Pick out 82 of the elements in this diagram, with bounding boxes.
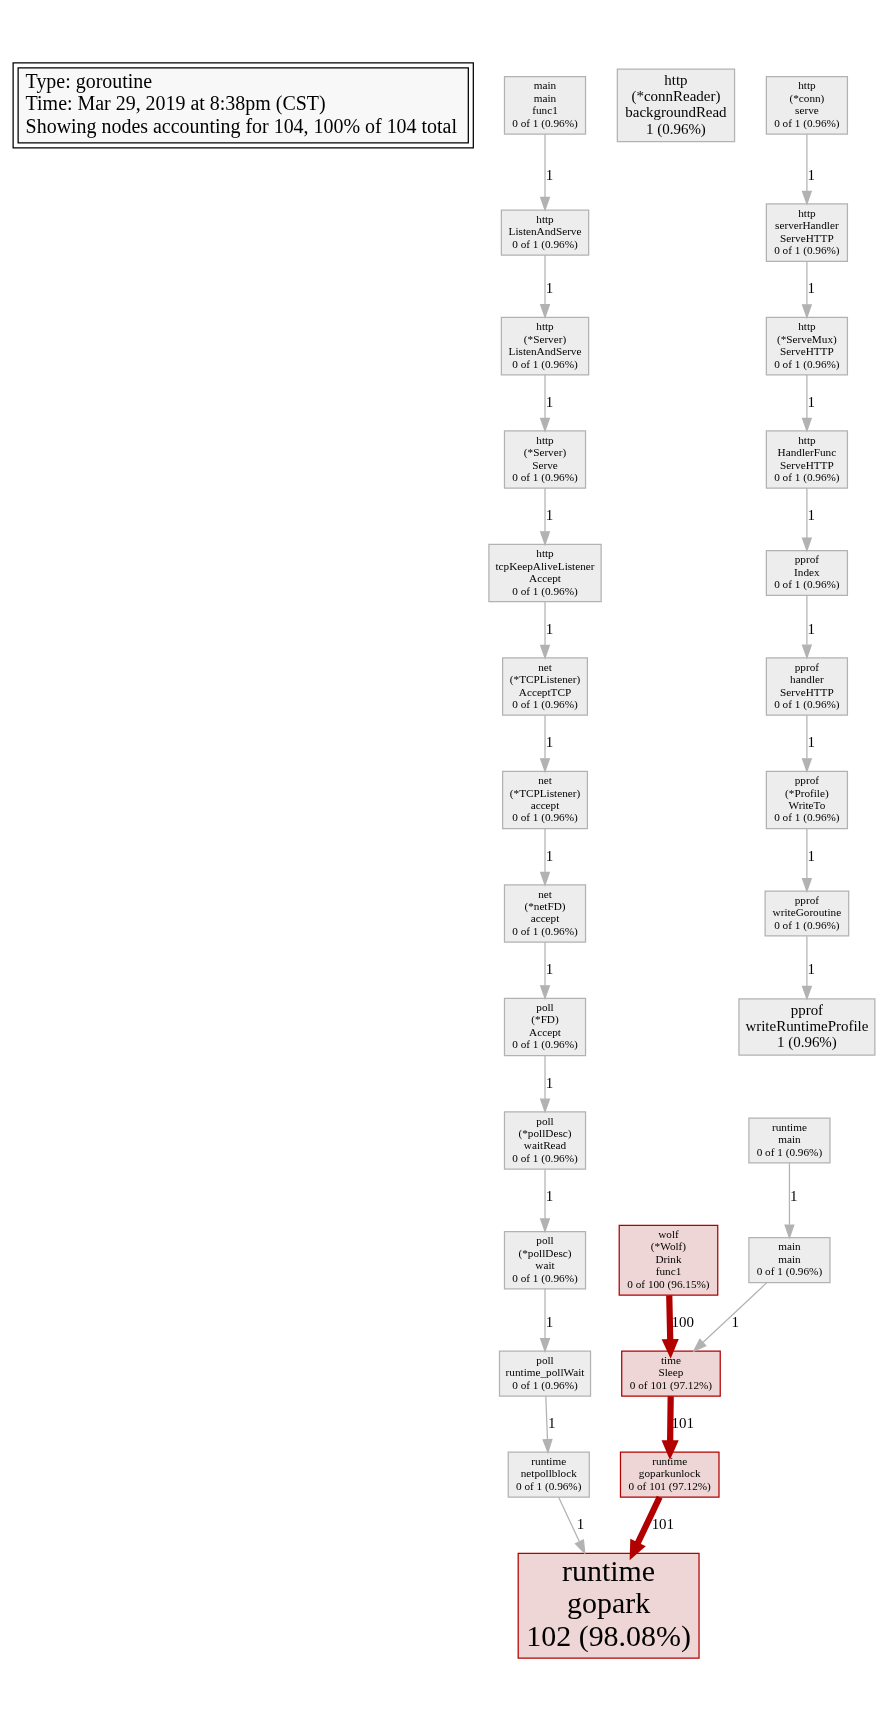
arrow [558, 1496, 586, 1555]
edge-label: 1 [807, 279, 816, 296]
node-box: poll (*pollDesc) waitRead 0 of 1 (0.96%) [503, 1110, 587, 1170]
arrow [542, 1395, 553, 1454]
edge-label: 1 [545, 733, 554, 750]
node-box: pprof writeRuntimeProfile 1 (0.96%) [738, 997, 876, 1056]
node-box: http (*ServeMux) ServeHTTP 0 of 1 (0.96%) [765, 316, 849, 375]
arrow [539, 1168, 551, 1233]
edge-label: 1 [545, 1187, 554, 1204]
edge-label: 1 [807, 620, 816, 637]
arrow [539, 487, 551, 546]
edge-label: 1 [545, 960, 554, 977]
edge-label: 1 [545, 166, 554, 183]
edge-label: 1 [807, 960, 816, 977]
arrow [539, 941, 551, 1000]
edge-label: 1 [807, 733, 816, 750]
node-box: time Sleep 0 of 101 (97.12%) [621, 1350, 721, 1397]
arrow [539, 1287, 551, 1353]
node-box: Type: goroutine Time: Mar 29, 2019 at 8:38pm (CST) Showing nodes accounting for 104, 100% of 104 total [12, 61, 474, 148]
edge-label: 1 [807, 847, 816, 864]
node-box: pprof Index 0 of 1 (0.96%) [765, 549, 849, 596]
edge-label: 1 [790, 1187, 798, 1204]
node-box: http ListenAndServe 0 of 1 (0.96%) [500, 209, 590, 256]
node-box: runtime goparkunlock 0 of 101 (97.12%) [619, 1451, 720, 1498]
arrow [629, 1495, 663, 1560]
arrow [539, 600, 551, 660]
arrow [661, 1395, 679, 1460]
node-box: net (*netFD) accept 0 of 1 (0.96%) [503, 883, 587, 943]
node-box: http HandlerFunc ServeHTTP 0 of 1 (0.96%) [765, 429, 849, 489]
node-box: runtime gopark 102 (98.08%) [517, 1552, 700, 1659]
node-box: poll runtime_pollWait 0 of 1 (0.96%) [498, 1350, 592, 1397]
arrow [784, 1162, 795, 1239]
node-box: wolf (*Wolf) Drink func1 0 of 100 (96.15%) [618, 1224, 719, 1296]
node-box: net (*TCPListener) AcceptTCP 0 of 1 (0.96%) [502, 656, 589, 716]
edge-label: 1 [545, 506, 554, 523]
node-box: http (*connReader) backgroundRead 1 (0.96%) [616, 68, 736, 142]
node-box: http (*conn) serve 0 of 1 (0.96%) [765, 75, 849, 135]
node-box: poll (*pollDesc) wait 0 of 1 (0.96%) [503, 1230, 587, 1289]
node-box: pprof writeGoroutine 0 of 1 (0.96%) [764, 889, 850, 937]
node-box: pprof handler ServeHTTP 0 of 1 (0.96%) [765, 656, 849, 716]
edge-label: 101 [651, 1515, 675, 1532]
edge-label: 1 [807, 506, 816, 523]
edge-label: 1 [545, 847, 554, 864]
arrow [801, 260, 813, 319]
node-box: http (*Server) Serve 0 of 1 (0.96%) [503, 429, 587, 489]
node-box: main main func1 0 of 1 (0.96%) [503, 75, 587, 135]
node-box: runtime main 0 of 1 (0.96%) [748, 1116, 831, 1164]
arrow [539, 133, 551, 212]
node-box: http tcpKeepAliveListener Accept 0 of 1 (0.96%) [488, 543, 602, 602]
edge-label: 1 [545, 1313, 554, 1330]
arrow [539, 254, 551, 319]
edge-label: 101 [671, 1414, 695, 1431]
arrow [801, 133, 813, 206]
node-box: main main 0 of 1 (0.96%) [748, 1236, 831, 1283]
edge-label: 1 [545, 1074, 554, 1091]
edge-label: 1 [545, 620, 554, 637]
edge-label: 100 [671, 1313, 695, 1330]
edge-label: 1 [807, 393, 816, 410]
arrow [539, 373, 551, 433]
edge-label: 1 [545, 279, 554, 296]
arrow [801, 373, 813, 433]
arrow [801, 487, 813, 552]
node-box: runtime netpollblock 0 of 1 (0.96%) [507, 1451, 590, 1498]
arrow [539, 714, 551, 773]
edge-label: 1 [731, 1313, 739, 1330]
node-box: http serverHandler ServeHTTP 0 of 1 (0.96%) [765, 202, 849, 262]
arrow [692, 1281, 768, 1352]
edge-label: 1 [548, 1414, 556, 1431]
arrow [661, 1294, 679, 1359]
arrow [801, 714, 813, 773]
edge-label: 1 [807, 166, 816, 183]
arrow [801, 594, 813, 660]
node-box: poll (*FD) Accept 0 of 1 (0.96%) [503, 997, 587, 1056]
edge-label: 1 [576, 1515, 585, 1532]
arrow [539, 827, 551, 887]
node-box: pprof (*Profile) WriteTo 0 of 1 (0.96%) [765, 770, 849, 829]
arrow [539, 1054, 551, 1114]
arrow [801, 935, 813, 1001]
node-box: http (*Server) ListenAndServe 0 of 1 (0.96%) [500, 316, 590, 375]
node-box: net (*TCPListener) accept 0 of 1 (0.96%) [502, 770, 589, 829]
edge-label: 1 [545, 393, 554, 410]
arrow [801, 827, 813, 893]
